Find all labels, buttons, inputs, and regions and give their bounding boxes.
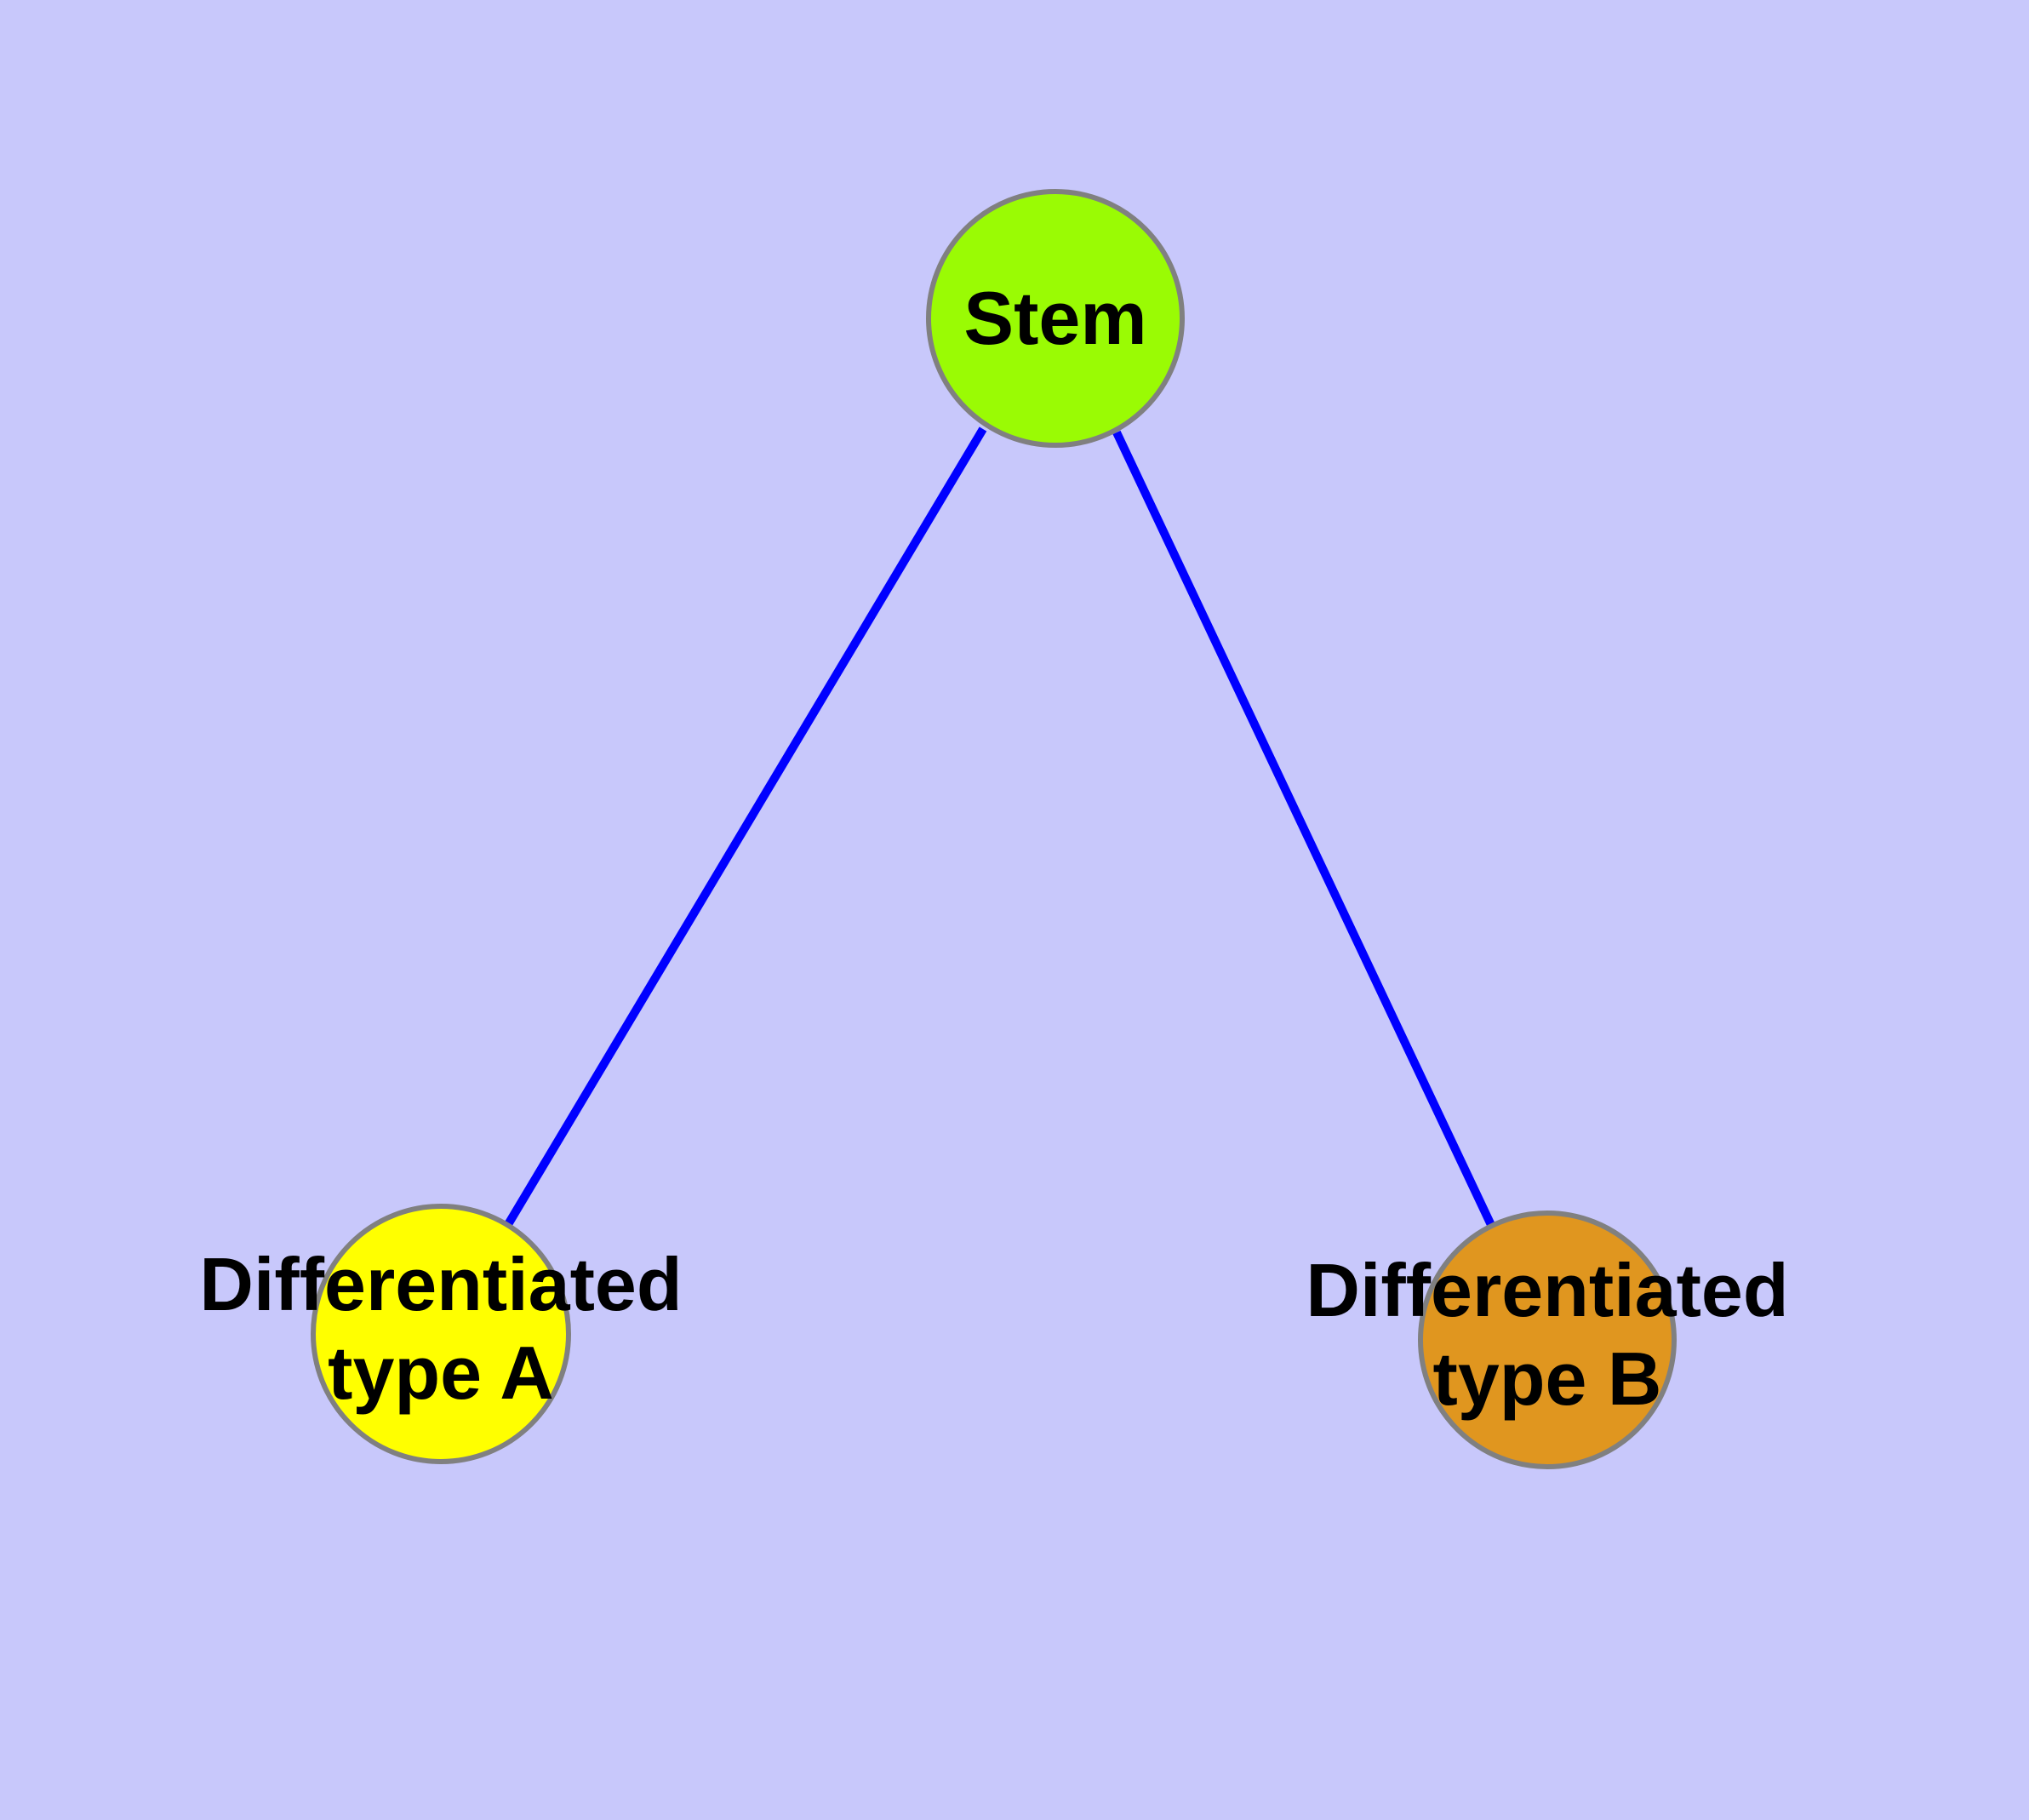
node-stem[interactable]: Stem xyxy=(926,189,1185,448)
node-differentiated-type-a-circle xyxy=(311,1204,571,1464)
edge-stem-to-type-b[interactable] xyxy=(1112,430,1495,1228)
edge-stem-to-type-a[interactable] xyxy=(503,426,987,1228)
node-stem-circle xyxy=(926,189,1185,448)
node-differentiated-type-b-circle xyxy=(1418,1210,1677,1469)
